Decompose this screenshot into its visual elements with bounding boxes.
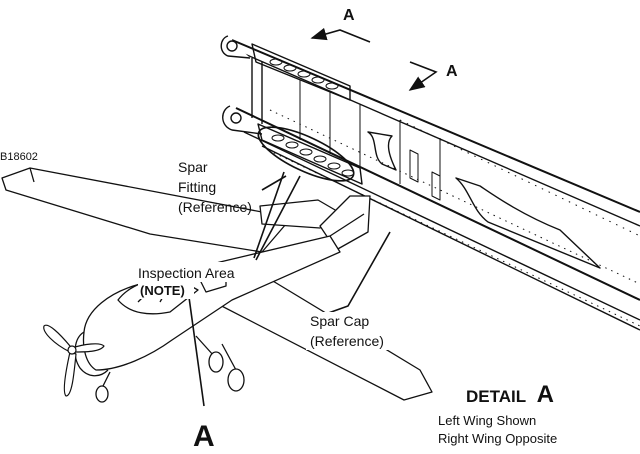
inspection-label-bg xyxy=(134,262,256,282)
view-letter: A xyxy=(193,420,215,453)
spar-fitting-label-line1: Spar xyxy=(178,159,208,175)
spar-cap-label-line2: (Reference) xyxy=(310,333,384,349)
spar-fitting-label-line2: Fitting xyxy=(178,179,216,195)
upper-fitting-rivets xyxy=(269,58,339,90)
spar-cap-label-bg xyxy=(306,312,398,350)
detail-line1: Left Wing Shown xyxy=(438,413,536,428)
landing-gear xyxy=(95,335,245,403)
note-label-bg xyxy=(138,282,194,299)
figure-id: B18602 xyxy=(0,151,38,163)
inspection-area-label: Inspection Area xyxy=(138,265,235,281)
propeller xyxy=(43,324,105,397)
note-label: (NOTE) xyxy=(140,283,185,298)
detail-word: DETAIL xyxy=(466,387,526,406)
spar-fitting-label-line3: (Reference) xyxy=(178,199,252,215)
detail-letter: A xyxy=(537,381,554,408)
section-marker-top: A xyxy=(343,7,355,24)
airplane-illustration xyxy=(1,167,433,403)
section-marker-mid: A xyxy=(446,63,458,80)
spar-cap-label-line1: Spar Cap xyxy=(310,313,369,329)
detail-title: DETAIL A xyxy=(466,381,554,408)
detail-line2: Right Wing Opposite xyxy=(438,431,557,446)
spar-detail xyxy=(220,35,640,331)
section-arrows xyxy=(310,27,438,91)
